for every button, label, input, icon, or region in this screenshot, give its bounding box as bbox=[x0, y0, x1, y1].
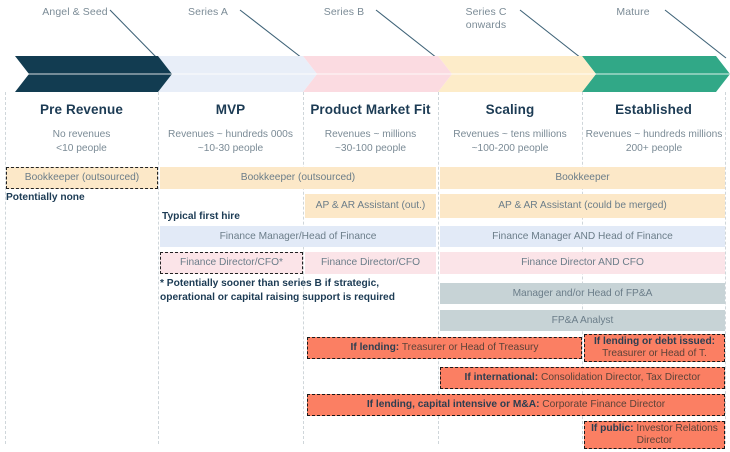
column-divider bbox=[5, 92, 6, 444]
role-prefix: If international: Consolidation Director… bbox=[464, 372, 701, 383]
column-title-scaling: Scaling bbox=[485, 102, 535, 117]
role-ap-ar-assistant-out[interactable]: AP & AR Assistant (out.) bbox=[305, 194, 436, 218]
role-prefix: If lending, capital intensive or M&A: Co… bbox=[366, 399, 666, 410]
column-title-pre-revenue: Pre Revenue bbox=[40, 102, 123, 117]
stage-label-series-c: Series C onwards bbox=[465, 6, 507, 31]
column-sub-pre-revenue: No revenues <10 people bbox=[52, 129, 111, 154]
stage-label-mature: Mature bbox=[616, 6, 650, 18]
column-sub-established: Revenues ~ hundreds millions 200+ people bbox=[585, 129, 723, 154]
column-divider bbox=[438, 92, 439, 444]
note-footnote-star: * Potentially sooner than series B if st… bbox=[160, 278, 395, 303]
role-finance-director-cfo-star[interactable]: Finance Director/CFO* bbox=[160, 252, 303, 274]
role-manager-head-fpa[interactable]: Manager and/or Head of FP&A bbox=[440, 283, 725, 304]
column-sub-scaling: Revenues ~ tens millions ~100-200 people bbox=[453, 129, 567, 154]
role-if-international[interactable]: If international: Consolidation Director… bbox=[440, 367, 725, 389]
note-potentially-none: Potentially none bbox=[6, 192, 85, 203]
role-ap-ar-assistant-merged[interactable]: AP & AR Assistant (could be merged) bbox=[440, 194, 725, 218]
column-title-established: Established bbox=[615, 102, 692, 117]
role-bookkeeper-outsourced-mid[interactable]: Bookkeeper (outsourced) bbox=[160, 167, 436, 189]
role-finance-director-cfo[interactable]: Finance Director/CFO bbox=[305, 252, 436, 274]
note-typical-first-hire: Typical first hire bbox=[162, 211, 240, 222]
role-if-lending-capital-ma[interactable]: If lending, capital intensive or M&A: Co… bbox=[307, 394, 725, 416]
role-prefix: If lending: Treasurer or Head of Treasur… bbox=[350, 342, 539, 353]
column-divider bbox=[158, 92, 159, 444]
stage-label-angel-seed: Angel & Seed bbox=[42, 6, 108, 18]
role-finance-director-and-cfo[interactable]: Finance Director AND CFO bbox=[440, 252, 725, 274]
role-prefix: If lending or debt issued: Treasurer or … bbox=[593, 335, 716, 360]
role-if-lending-debt-issued[interactable]: If lending or debt issued: Treasurer or … bbox=[584, 334, 725, 362]
role-finance-manager-head[interactable]: Finance Manager/Head of Finance bbox=[160, 226, 436, 247]
column-title-mvp: MVP bbox=[215, 102, 246, 117]
role-fpa-analyst[interactable]: FP&A Analyst bbox=[440, 310, 725, 331]
role-finance-manager-and-head[interactable]: Finance Manager AND Head of Finance bbox=[440, 226, 725, 247]
leader-lines bbox=[109, 9, 727, 59]
column-sub-mvp: Revenues ~ hundreds 000s ~10-30 people bbox=[168, 129, 293, 154]
column-title-product-market-fit: Product Market Fit bbox=[310, 102, 431, 117]
stage-label-series-a: Series A bbox=[188, 6, 228, 18]
stage-label-series-b: Series B bbox=[323, 6, 365, 18]
role-if-public[interactable]: If public: Investor Relations Director bbox=[584, 421, 725, 449]
column-sub-product-market-fit: Revenues ~ millions ~30-100 people bbox=[324, 129, 417, 154]
role-bookkeeper-established[interactable]: Bookkeeper bbox=[440, 167, 725, 189]
role-if-lending-treasurer[interactable]: If lending: Treasurer or Head of Treasur… bbox=[307, 337, 582, 359]
role-prefix: If public: Investor Relations Director bbox=[591, 422, 718, 447]
role-bookkeeper-outsourced-pre[interactable]: Bookkeeper (outsourced) bbox=[6, 167, 158, 189]
column-divider bbox=[303, 92, 304, 444]
stage-arrow-band bbox=[15, 56, 730, 92]
column-divider bbox=[725, 92, 726, 444]
